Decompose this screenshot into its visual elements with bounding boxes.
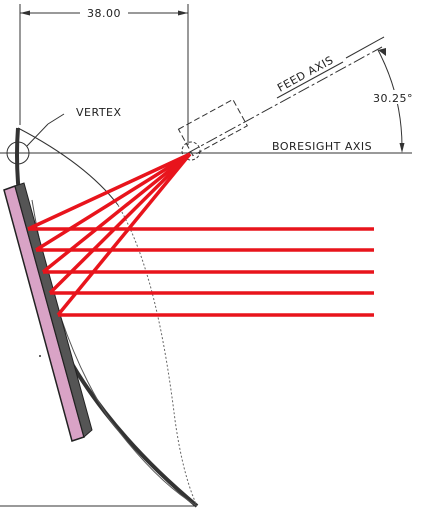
feed-axis-label-underline bbox=[276, 61, 344, 99]
dimension-label: 38.00 bbox=[87, 7, 121, 20]
ray-incident-5 bbox=[56, 152, 192, 317]
ray-incident-2 bbox=[35, 152, 191, 252]
angle-text-bg bbox=[366, 90, 418, 104]
feed-horn bbox=[177, 98, 248, 157]
ray-incident-4 bbox=[48, 152, 192, 295]
boresight-axis-label: BORESIGHT AXIS bbox=[272, 140, 372, 153]
stray-dot bbox=[39, 355, 41, 357]
angle-label: 30.25° bbox=[373, 92, 413, 105]
vertex-label: VERTEX bbox=[76, 106, 122, 119]
vertex-leader-tail bbox=[47, 113, 65, 125]
dimension-arrow-right bbox=[178, 10, 188, 16]
flat-panel-mount bbox=[14, 182, 93, 438]
reflector-rim-upper bbox=[17, 127, 119, 206]
dimension-38: 38.00 bbox=[19, 4, 189, 145]
feed-horn-body bbox=[177, 98, 248, 157]
feed-phase-center bbox=[181, 141, 201, 161]
vertex-leader bbox=[26, 123, 49, 147]
dimension-text-bg bbox=[80, 5, 128, 21]
feed-axis-extension bbox=[345, 36, 385, 59]
angle-arrow-top bbox=[378, 48, 386, 56]
ray-incident-1 bbox=[27, 152, 191, 231]
ray-incident-3 bbox=[41, 152, 192, 274]
reflector-rim-outline bbox=[117, 204, 198, 507]
dimension-arrow-left bbox=[20, 10, 30, 16]
feed-axis-line bbox=[187, 46, 383, 154]
ray-bundle bbox=[27, 152, 374, 317]
